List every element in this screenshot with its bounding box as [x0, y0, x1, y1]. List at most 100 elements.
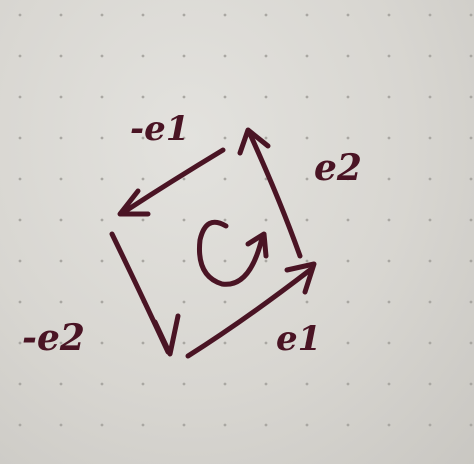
grid-dot: [100, 136, 104, 140]
grid-dot: [264, 423, 268, 427]
grid-dot: [18, 382, 22, 386]
grid-dot: [182, 218, 186, 222]
grid-dot: [141, 13, 145, 17]
arrow-e1: [185, 261, 317, 359]
grid-dot: [223, 423, 227, 427]
grid-dot: [469, 259, 473, 263]
grid-dot: [182, 382, 186, 386]
label-e1: e1: [276, 319, 321, 359]
grid-dot: [59, 423, 63, 427]
grid-dot: [305, 423, 309, 427]
grid-dot: [387, 300, 391, 304]
dot-grid: [18, 13, 473, 427]
grid-dot: [264, 382, 268, 386]
grid-dot: [346, 300, 350, 304]
grid-dot: [469, 136, 473, 140]
grid-dot: [387, 423, 391, 427]
grid-dot: [59, 218, 63, 222]
grid-dot: [223, 54, 227, 58]
grid-dot: [18, 136, 22, 140]
grid-dot: [100, 13, 104, 17]
grid-dot: [469, 95, 473, 99]
grid-dot: [387, 13, 391, 17]
label-neg-e1: -e1: [130, 109, 189, 149]
label-e2: e2: [314, 147, 362, 189]
grid-dot: [59, 95, 63, 99]
grid-dot: [346, 177, 350, 181]
grid-dot: [182, 136, 186, 140]
grid-dot: [182, 54, 186, 58]
grid-dot: [18, 177, 22, 181]
grid-dot: [428, 423, 432, 427]
grid-dot: [387, 382, 391, 386]
grid-dot: [18, 13, 22, 17]
grid-dot: [182, 300, 186, 304]
grid-dot: [469, 423, 473, 427]
grid-dot: [428, 13, 432, 17]
grid-dot: [182, 341, 186, 345]
grid-dot: [387, 95, 391, 99]
grid-dot: [387, 218, 391, 222]
rotation-arrow-icon: [196, 219, 269, 287]
grid-dot: [469, 341, 473, 345]
grid-dot: [428, 259, 432, 263]
grid-dot: [264, 341, 268, 345]
grid-dot: [469, 218, 473, 222]
grid-dot: [305, 259, 309, 263]
grid-dot: [223, 95, 227, 99]
grid-dot: [59, 382, 63, 386]
grid-dot: [264, 259, 268, 263]
grid-dot: [305, 300, 309, 304]
grid-dot: [18, 423, 22, 427]
grid-dot: [223, 259, 227, 263]
grid-dot: [59, 177, 63, 181]
grid-dot: [100, 382, 104, 386]
grid-dot: [100, 423, 104, 427]
grid-dot: [100, 259, 104, 263]
arrow-neg-e1: [117, 147, 226, 217]
grid-dot: [387, 341, 391, 345]
grid-dot: [305, 13, 309, 17]
grid-dot: [264, 136, 268, 140]
grid-dot: [305, 177, 309, 181]
grid-dot: [223, 136, 227, 140]
grid-dot: [305, 341, 309, 345]
grid-dot: [141, 259, 145, 263]
grid-dot: [428, 341, 432, 345]
grid-dot: [469, 13, 473, 17]
grid-dot: [59, 54, 63, 58]
grid-dot: [346, 218, 350, 222]
grid-dot: [100, 341, 104, 345]
grid-dot: [18, 300, 22, 304]
grid-dot: [305, 218, 309, 222]
arrow-e2: [237, 127, 303, 259]
grid-dot: [182, 259, 186, 263]
grid-dot: [428, 382, 432, 386]
grid-dot: [18, 54, 22, 58]
grid-dot: [346, 423, 350, 427]
grid-dot: [141, 177, 145, 181]
grid-dot: [223, 300, 227, 304]
grid-dot: [305, 95, 309, 99]
grid-dot: [141, 341, 145, 345]
grid-dot: [428, 177, 432, 181]
grid-dot: [59, 13, 63, 17]
grid-dot: [346, 95, 350, 99]
arrow-neg-e2: [109, 231, 181, 357]
grid-dot: [18, 341, 22, 345]
grid-dot: [346, 54, 350, 58]
grid-dot: [223, 382, 227, 386]
grid-dot: [346, 341, 350, 345]
grid-dot: [182, 423, 186, 427]
grid-dot: [346, 13, 350, 17]
grid-dot: [223, 341, 227, 345]
grid-dot: [387, 177, 391, 181]
grid-dot: [18, 95, 22, 99]
grid-dot: [469, 177, 473, 181]
grid-dot: [100, 177, 104, 181]
grid-dot: [141, 423, 145, 427]
grid-dot: [264, 95, 268, 99]
grid-dot: [223, 13, 227, 17]
